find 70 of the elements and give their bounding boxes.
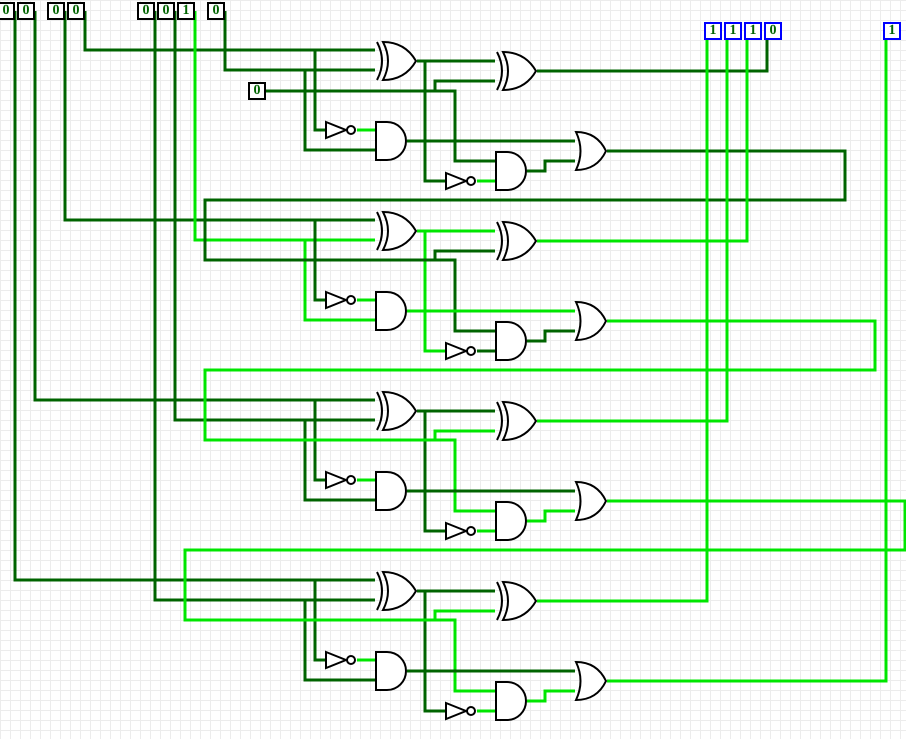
and-gate — [375, 291, 407, 331]
wire — [407, 140, 575, 142]
wire — [357, 128, 375, 132]
input-pin: 0 — [47, 2, 65, 20]
xor-gate — [495, 401, 537, 441]
wire — [527, 330, 575, 342]
not-gate — [325, 471, 357, 489]
and-gate — [375, 651, 407, 691]
xor-gate — [495, 221, 537, 261]
wire — [477, 710, 495, 712]
output-pin: 0 — [764, 22, 782, 40]
wire — [607, 40, 888, 682]
or-gate — [575, 661, 607, 701]
wire — [527, 690, 575, 702]
or-gate — [575, 301, 607, 341]
not-gate — [445, 522, 477, 540]
output-pin: 1 — [883, 22, 901, 40]
wire — [417, 590, 445, 712]
input-pin: 0 — [248, 82, 266, 100]
wire — [537, 40, 748, 242]
xor-gate — [375, 41, 417, 81]
wire — [537, 40, 768, 72]
input-pin: 0 — [17, 2, 35, 20]
wire — [357, 298, 375, 302]
not-gate — [325, 651, 357, 669]
input-pin: 0 — [67, 2, 85, 20]
not-gate — [325, 291, 357, 309]
wire — [266, 90, 495, 162]
wire — [357, 478, 375, 482]
wire — [407, 310, 575, 312]
input-pin: 1 — [177, 2, 195, 20]
wire — [204, 150, 846, 332]
wire — [537, 40, 728, 422]
wire — [527, 160, 575, 172]
wire — [407, 490, 575, 492]
output-pin: 1 — [724, 22, 742, 40]
not-gate — [445, 172, 477, 190]
or-gate — [575, 481, 607, 521]
input-pin: 0 — [207, 2, 225, 20]
wire — [417, 60, 445, 182]
and-gate — [375, 471, 407, 511]
wire — [407, 670, 575, 672]
wire — [527, 510, 575, 522]
wire — [477, 180, 495, 182]
and-gate — [495, 321, 527, 361]
xor-gate — [495, 51, 537, 91]
wire — [477, 350, 495, 352]
wire — [417, 230, 445, 352]
wire — [357, 658, 375, 662]
wire — [204, 320, 876, 512]
not-gate — [325, 121, 357, 139]
xor-gate — [375, 391, 417, 431]
output-pin: 1 — [744, 22, 762, 40]
wire — [417, 410, 445, 532]
and-gate — [495, 681, 527, 721]
or-gate — [575, 131, 607, 171]
input-pin: 0 — [137, 2, 155, 20]
and-gate — [375, 121, 407, 161]
and-gate — [495, 151, 527, 191]
output-pin: 1 — [704, 22, 722, 40]
xor-gate — [375, 571, 417, 611]
and-gate — [495, 501, 527, 541]
input-pin: 0 — [0, 2, 15, 20]
not-gate — [445, 342, 477, 360]
xor-gate — [375, 211, 417, 251]
wire — [537, 40, 708, 602]
wire — [477, 530, 495, 532]
xor-gate — [495, 581, 537, 621]
input-pin: 0 — [157, 2, 175, 20]
not-gate — [445, 702, 477, 720]
